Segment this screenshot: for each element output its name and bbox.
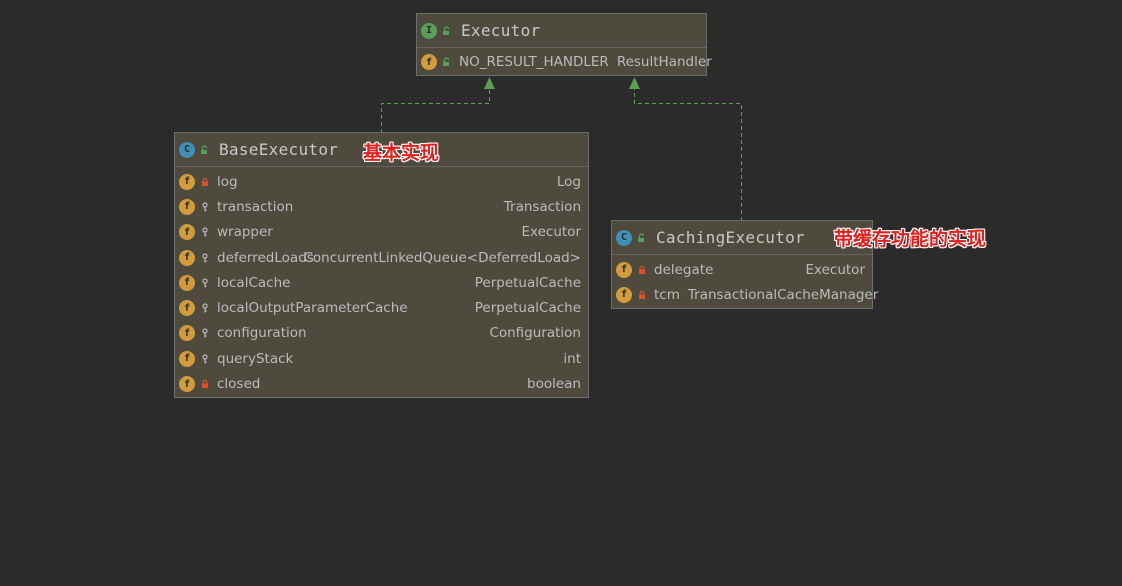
field-type: ResultHandler <box>616 54 712 70</box>
final-field-icon: f <box>616 261 632 278</box>
caching-executor-header: C CachingExecutor <box>612 221 872 255</box>
field-icon: f <box>179 376 195 393</box>
field-type: int <box>563 350 581 367</box>
field-name: wrapper <box>217 224 273 241</box>
field-name: NO_RESULT_HANDLER <box>459 54 609 70</box>
field-icon: f <box>179 350 195 367</box>
caching-to-executor-connector <box>634 88 742 221</box>
executor-interface-box[interactable]: I Executor f NO_RESULT_HANDLER ResultHan… <box>416 13 712 76</box>
field-row[interactable]: f queryStack int <box>175 346 588 371</box>
base-executor-title: BaseExecutor <box>219 140 339 159</box>
field-name: localOutputParameterCache <box>217 300 408 317</box>
private-lock-icon <box>197 376 213 392</box>
field-row[interactable]: f localCache PerpetualCache <box>175 270 588 295</box>
protected-key-icon <box>197 325 213 341</box>
public-unlock-icon <box>439 23 455 39</box>
caching-executor-class-box[interactable]: C CachingExecutor f delegate Executor f … <box>611 220 878 309</box>
field-type: Executor <box>805 261 866 278</box>
private-lock-icon <box>634 262 650 278</box>
caching-executor-title: CachingExecutor <box>656 228 805 247</box>
protected-key-icon <box>197 224 213 240</box>
field-row[interactable]: f delegate Executor <box>612 257 872 282</box>
protected-key-icon <box>197 300 213 316</box>
field-name: transaction <box>217 198 294 215</box>
field-row[interactable]: f localOutputParameterCache PerpetualCac… <box>175 295 588 320</box>
field-type: Log <box>556 173 581 190</box>
field-row[interactable]: f deferredLoads ConcurrentLinkedQueue<De… <box>175 245 588 270</box>
protected-key-icon <box>197 351 213 367</box>
class-icon: C <box>616 229 632 246</box>
abstract-class-icon: C <box>179 141 195 158</box>
field-name: deferredLoads <box>217 249 314 266</box>
private-lock-icon <box>634 287 650 303</box>
field-row[interactable]: f transaction Transaction <box>175 194 588 219</box>
base-to-executor-connector <box>381 88 490 133</box>
executor-field-row[interactable]: f NO_RESULT_HANDLER ResultHandler <box>417 48 712 76</box>
field-type: TransactionalCacheManager <box>687 286 879 303</box>
field-icon: f <box>179 224 195 241</box>
public-unlock-icon <box>634 230 650 246</box>
field-name: delegate <box>654 261 714 278</box>
field-row[interactable]: f configuration Configuration <box>175 321 588 346</box>
field-icon: f <box>179 274 195 291</box>
static-field-icon: f <box>421 54 437 70</box>
field-row[interactable]: f tcm TransactionalCacheManager <box>612 282 878 307</box>
caching-to-executor-arrowhead <box>629 77 640 89</box>
field-name: tcm <box>654 286 680 303</box>
field-row[interactable]: f wrapper Executor <box>175 220 588 245</box>
caching-executor-annotation: 带缓存功能的实现 <box>834 228 987 250</box>
field-name: queryStack <box>217 350 294 367</box>
field-name: localCache <box>217 274 291 291</box>
base-executor-class-box[interactable]: C BaseExecutor f log Log f transaction T… <box>174 132 589 398</box>
public-unlock-icon <box>439 54 455 70</box>
field-name: closed <box>217 376 261 393</box>
protected-key-icon <box>197 275 213 291</box>
base-to-executor-arrowhead <box>484 77 495 89</box>
field-type: Transaction <box>503 198 581 215</box>
field-type: boolean <box>527 376 581 393</box>
interface-icon: I <box>421 22 437 39</box>
executor-title: Executor <box>461 21 541 40</box>
base-executor-fields: f log Log f transaction Transaction f wr… <box>175 167 588 397</box>
executor-header: I Executor <box>417 14 706 48</box>
field-row[interactable]: f closed boolean <box>175 371 588 396</box>
base-executor-header: C BaseExecutor <box>175 133 588 167</box>
private-lock-icon <box>197 174 213 190</box>
final-field-icon: f <box>616 286 632 303</box>
field-type: ConcurrentLinkedQueue<DeferredLoad> <box>303 249 581 266</box>
field-type: PerpetualCache <box>474 300 581 317</box>
field-row[interactable]: f log Log <box>175 169 588 194</box>
field-icon: f <box>179 249 195 266</box>
field-icon: f <box>179 300 195 317</box>
field-type: Executor <box>521 224 582 241</box>
protected-key-icon <box>197 199 213 215</box>
field-icon: f <box>179 198 195 215</box>
field-type: Configuration <box>489 325 581 342</box>
field-name: configuration <box>217 325 307 342</box>
field-icon: f <box>179 325 195 342</box>
base-executor-annotation: 基本实现 <box>363 142 440 164</box>
field-type: PerpetualCache <box>474 274 581 291</box>
field-name: log <box>217 173 238 190</box>
caching-executor-fields: f delegate Executor f tcm TransactionalC… <box>612 255 878 308</box>
public-unlock-icon <box>197 142 213 158</box>
static-field-icon: f <box>179 173 195 190</box>
protected-key-icon <box>197 250 213 266</box>
